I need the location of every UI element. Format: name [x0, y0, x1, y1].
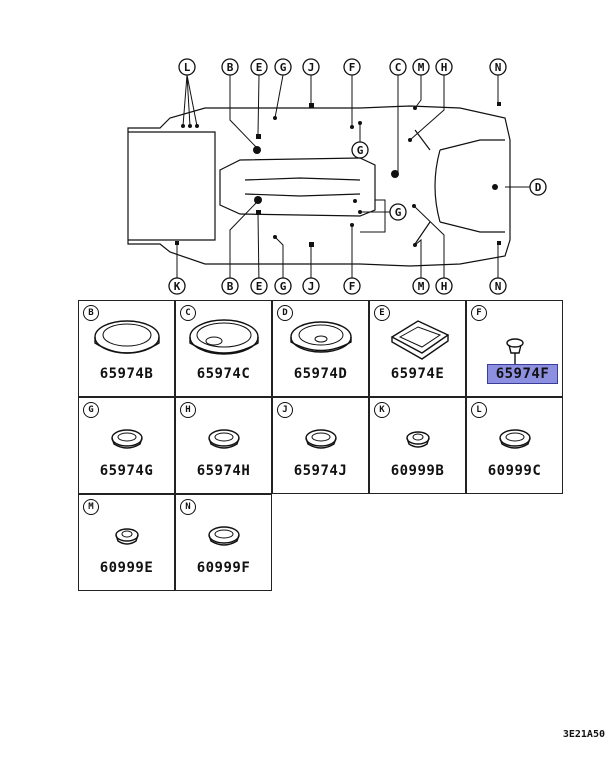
- svg-text:E: E: [256, 61, 263, 74]
- svg-text:G: G: [357, 144, 364, 157]
- part-number: 65974J: [293, 463, 348, 479]
- part-number: 60999B: [390, 463, 445, 479]
- part-cell-d[interactable]: D 65974D: [272, 300, 369, 397]
- part-number[interactable]: 65974F: [487, 364, 558, 384]
- svg-text:K: K: [174, 280, 181, 293]
- callout-d: D: [529, 178, 547, 196]
- svg-text:B: B: [227, 61, 234, 74]
- part-cell-n[interactable]: N 60999F: [175, 494, 272, 591]
- part-letter: B: [83, 305, 99, 321]
- part-letter: K: [374, 402, 390, 418]
- callout-g: G: [389, 203, 407, 221]
- part-cell-b[interactable]: B 65974B: [78, 300, 175, 397]
- callout-m: M: [412, 277, 430, 295]
- small-plug-icon: [506, 338, 524, 365]
- part-letter: J: [277, 402, 293, 418]
- part-cell-h[interactable]: H 65974H: [175, 397, 272, 494]
- reference-code: 3E21A50: [562, 729, 605, 740]
- large-dish-plug-icon: [189, 319, 259, 355]
- callout-f: F: [343, 277, 361, 295]
- part-number: 65974B: [99, 366, 154, 382]
- small-grommet-icon: [406, 431, 430, 448]
- svg-text:N: N: [495, 61, 502, 74]
- svg-text:J: J: [308, 280, 315, 293]
- callout-g: G: [274, 277, 292, 295]
- callout-g: G: [351, 141, 369, 159]
- parts-grid: B 65974B C 65974C D 65974D E 65974E F 65974F G 6597…: [78, 300, 563, 592]
- callout-j: J: [302, 58, 320, 76]
- callout-h: H: [435, 277, 453, 295]
- svg-text:F: F: [349, 61, 356, 74]
- grommet-icon: [111, 429, 143, 449]
- small-grommet-icon: [115, 528, 139, 545]
- part-number: 65974E: [390, 366, 445, 382]
- svg-text:G: G: [395, 206, 402, 219]
- part-letter: E: [374, 305, 390, 321]
- part-number: 65974D: [293, 366, 348, 382]
- callout-m: M: [412, 58, 430, 76]
- part-cell-k[interactable]: K 60999B: [369, 397, 466, 494]
- svg-text:N: N: [495, 280, 502, 293]
- part-letter: L: [471, 402, 487, 418]
- part-number: 65974G: [99, 463, 154, 479]
- part-number: 65974C: [196, 366, 251, 382]
- part-number: 65974H: [196, 463, 251, 479]
- svg-text:H: H: [441, 61, 448, 74]
- grommet-icon: [208, 429, 240, 449]
- part-cell-c[interactable]: C 65974C: [175, 300, 272, 397]
- callout-e: E: [250, 277, 268, 295]
- part-cell-l[interactable]: L 60999C: [466, 397, 563, 494]
- part-letter: H: [180, 402, 196, 418]
- part-number: 60999C: [487, 463, 542, 479]
- svg-text:B: B: [227, 280, 234, 293]
- svg-text:J: J: [308, 61, 315, 74]
- callout-c: C: [389, 58, 407, 76]
- part-letter: M: [83, 499, 99, 515]
- large-grommet-icon: [94, 320, 160, 354]
- callout-f: F: [343, 58, 361, 76]
- svg-text:H: H: [441, 280, 448, 293]
- grommet-icon: [305, 429, 337, 449]
- grommet-icon: [499, 429, 531, 449]
- svg-text:E: E: [256, 280, 263, 293]
- part-letter: F: [471, 305, 487, 321]
- part-letter: G: [83, 402, 99, 418]
- part-cell-j[interactable]: J 65974J: [272, 397, 369, 494]
- part-number: 60999E: [99, 560, 154, 576]
- part-cell-f[interactable]: F 65974F: [466, 300, 563, 397]
- part-letter: N: [180, 499, 196, 515]
- svg-text:G: G: [280, 61, 287, 74]
- dish-plug-icon: [290, 321, 352, 353]
- callout-k: K: [168, 277, 186, 295]
- part-letter: C: [180, 305, 196, 321]
- vehicle-underbody-diagram: L B E G J F C M H N K B E G J F M H N G G D: [127, 58, 547, 295]
- part-cell-e[interactable]: E 65974E: [369, 300, 466, 397]
- part-number: 60999F: [196, 560, 251, 576]
- svg-text:G: G: [280, 280, 287, 293]
- callout-g: G: [274, 58, 292, 76]
- callout-n: N: [489, 58, 507, 76]
- svg-text:M: M: [418, 280, 425, 293]
- part-letter: D: [277, 305, 293, 321]
- callout-e: E: [250, 58, 268, 76]
- svg-text:C: C: [395, 61, 402, 74]
- svg-text:D: D: [535, 181, 542, 194]
- part-cell-m[interactable]: M 60999E: [78, 494, 175, 591]
- callout-j: J: [302, 277, 320, 295]
- svg-text:F: F: [349, 280, 356, 293]
- callout-l: L: [178, 58, 196, 76]
- svg-text:L: L: [184, 61, 191, 74]
- callout-b: B: [221, 277, 239, 295]
- callout-n: N: [489, 277, 507, 295]
- square-plug-icon: [390, 320, 450, 360]
- svg-text:M: M: [418, 61, 425, 74]
- callout-b: B: [221, 58, 239, 76]
- part-cell-g[interactable]: G 65974G: [78, 397, 175, 494]
- grommet-icon: [208, 526, 240, 546]
- callout-h: H: [435, 58, 453, 76]
